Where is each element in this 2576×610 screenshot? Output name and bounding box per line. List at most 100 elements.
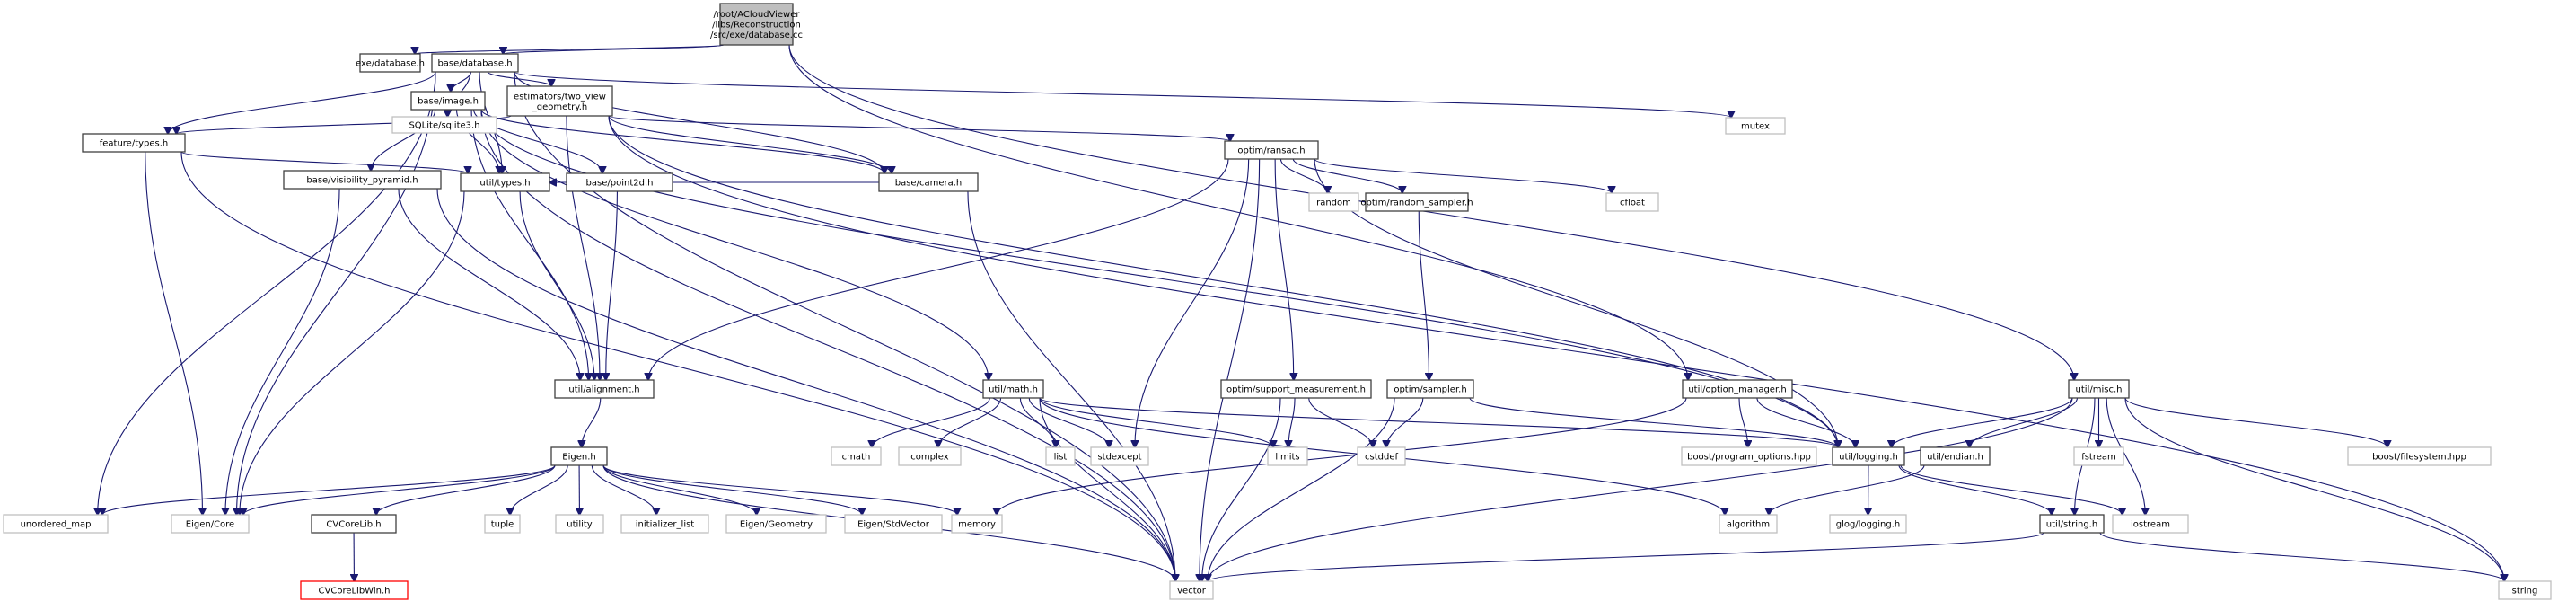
edge-optim-sampler-to-util-logging bbox=[1469, 397, 1838, 447]
edge-root-to-option-manager bbox=[788, 44, 1688, 380]
node-box bbox=[1045, 446, 1076, 466]
graph-node-cvcorelib[interactable]: CVCoreLib.h bbox=[311, 514, 397, 534]
graph-node-eigen-h[interactable]: Eigen.h bbox=[550, 446, 608, 466]
edge-util-misc-to-util-logging bbox=[1892, 397, 2073, 447]
edge-optim-ransac-to-random-sampler bbox=[1292, 158, 1402, 193]
graph-node-option-manager[interactable]: util/option_manager.h bbox=[1682, 379, 1793, 399]
node-label: optim/support_measurement.h bbox=[1226, 385, 1366, 395]
node-box bbox=[719, 3, 794, 46]
graph-node-optim-sampler[interactable]: optim/sampler.h bbox=[1386, 379, 1474, 399]
graph-node-optim-ransac[interactable]: optim/ransac.h bbox=[1224, 140, 1319, 160]
edge-base-database-to-unordered-map bbox=[98, 71, 436, 515]
graph-node-exe-database[interactable]: exe/database.h bbox=[356, 53, 425, 73]
graph-node-util-logging[interactable]: util/logging.h bbox=[1832, 446, 1905, 466]
graph-node-two-view[interactable]: estimators/two_view_geometry.h bbox=[506, 85, 613, 117]
graph-node-tuple: tuple bbox=[484, 514, 521, 534]
edge-vis-pyramid-to-vector bbox=[436, 188, 1175, 581]
graph-node-util-misc[interactable]: util/misc.h bbox=[2068, 379, 2130, 399]
graph-node-root[interactable]: /root/ACloudViewer/libs/Reconstruction/s… bbox=[710, 3, 803, 46]
edge-util-math-to-cmath bbox=[872, 397, 990, 447]
graph-node-base-image[interactable]: base/image.h bbox=[410, 91, 486, 111]
edge-root-to-base-database bbox=[503, 44, 725, 54]
graph-node-string: string bbox=[2498, 580, 2552, 600]
node-label: base/camera.h bbox=[895, 179, 962, 189]
edge-optim-ransac-to-random bbox=[1279, 158, 1327, 193]
edge-base-database-to-base-image bbox=[451, 71, 472, 92]
graph-node-cmath: cmath bbox=[831, 446, 882, 466]
node-label: tuple bbox=[491, 520, 514, 530]
node-label: utility bbox=[567, 520, 593, 530]
node-box bbox=[1308, 192, 1359, 212]
graph-node-util-types[interactable]: util/types.h bbox=[460, 172, 550, 192]
edge-base-image-to-util-logging bbox=[480, 109, 1838, 447]
node-box bbox=[300, 580, 409, 600]
node-label: feature/types.h bbox=[100, 139, 169, 149]
graph-node-util-endian[interactable]: util/endian.h bbox=[1920, 446, 1991, 466]
node-box bbox=[1169, 580, 1214, 600]
graph-node-util-alignment[interactable]: util/alignment.h bbox=[554, 379, 655, 399]
graph-node-fstream: fstream bbox=[2073, 446, 2124, 466]
edge-root-to-exe-database bbox=[415, 44, 725, 54]
graph-node-algorithm: algorithm bbox=[1719, 514, 1778, 534]
graph-node-cvcorelibwin[interactable]: CVCoreLibWin.h bbox=[300, 580, 409, 600]
node-label: util/alignment.h bbox=[568, 385, 639, 395]
node-label: stdexcept bbox=[1097, 453, 1141, 463]
edge-support-meas-to-vector bbox=[1202, 397, 1281, 581]
edge-random-sampler-to-optim-sampler bbox=[1418, 210, 1429, 380]
edge-util-misc-to-vector bbox=[1208, 397, 2073, 581]
graph-node-glog: glog/logging.h bbox=[1829, 514, 1907, 534]
edge-util-string-to-string bbox=[2099, 532, 2504, 581]
node-label: Eigen/Geometry bbox=[740, 520, 813, 530]
graph-node-memory: memory bbox=[951, 514, 1003, 534]
edge-base-image-to-base-camera bbox=[480, 109, 884, 173]
node-label: iostream bbox=[2131, 520, 2170, 530]
graph-node-vis-pyramid[interactable]: base/visibility_pyramid.h bbox=[283, 170, 442, 190]
node-label: /root/ACloudViewer bbox=[713, 10, 800, 20]
graph-node-init-list: initializer_list bbox=[620, 514, 709, 534]
graph-node-utility: utility bbox=[555, 514, 604, 534]
node-box bbox=[2112, 514, 2189, 534]
node-box bbox=[3, 514, 109, 534]
edge-option-manager-to-memory bbox=[997, 397, 1687, 515]
edge-feature-types-to-vector bbox=[180, 151, 1175, 581]
edge-eigen-h-to-tuple bbox=[510, 464, 568, 515]
graph-node-support-meas[interactable]: optim/support_measurement.h bbox=[1220, 379, 1372, 399]
graph-node-unordered-map: unordered_map bbox=[3, 514, 109, 534]
edge-base-camera-to-vector bbox=[967, 190, 1175, 581]
graph-node-base-camera[interactable]: base/camera.h bbox=[878, 172, 979, 192]
node-box bbox=[725, 514, 827, 534]
node-label: util/math.h bbox=[989, 385, 1038, 395]
node-box bbox=[1682, 379, 1793, 399]
edge-optim-ransac-to-support-meas bbox=[1274, 158, 1294, 380]
edge-optim-ransac-to-stdexcept bbox=[1135, 158, 1250, 447]
node-box bbox=[1220, 379, 1372, 399]
node-box bbox=[1090, 446, 1149, 466]
graph-node-boost-fs: boost/filesystem.hpp bbox=[2347, 446, 2492, 466]
graph-node-complex: complex bbox=[898, 446, 962, 466]
node-box bbox=[878, 172, 979, 192]
node-box bbox=[391, 116, 497, 134]
graph-node-util-string[interactable]: util/string.h bbox=[2039, 514, 2105, 534]
graph-node-base-point2d[interactable]: base/point2d.h bbox=[566, 172, 673, 192]
graph-node-feature-types[interactable]: feature/types.h bbox=[82, 133, 186, 153]
node-label: util/misc.h bbox=[2076, 385, 2123, 395]
node-label: base/point2d.h bbox=[586, 179, 654, 189]
graph-node-util-math[interactable]: util/math.h bbox=[982, 379, 1044, 399]
node-label: list bbox=[1054, 453, 1068, 463]
edge-base-point2d-to-util-alignment bbox=[606, 190, 618, 380]
graph-node-base-database[interactable]: base/database.h bbox=[431, 53, 519, 73]
edge-base-database-to-feature-types bbox=[168, 71, 436, 134]
edge-optim-ransac-to-cfloat bbox=[1314, 158, 1612, 193]
node-label: cstddef bbox=[1365, 453, 1398, 463]
node-label: base/visibility_pyramid.h bbox=[306, 176, 418, 186]
graph-node-cstddef: cstddef bbox=[1357, 446, 1406, 466]
graph-node-random-sampler[interactable]: optim/random_sampler.h bbox=[1360, 192, 1473, 212]
node-box bbox=[1832, 446, 1905, 466]
node-box bbox=[555, 514, 604, 534]
graph-node-iostream: iostream bbox=[2112, 514, 2189, 534]
node-box bbox=[951, 514, 1003, 534]
node-label: SQLite/sqlite3.h bbox=[409, 121, 479, 131]
node-box bbox=[831, 446, 882, 466]
edge-vis-pyramid-to-eigen-core bbox=[225, 188, 340, 515]
